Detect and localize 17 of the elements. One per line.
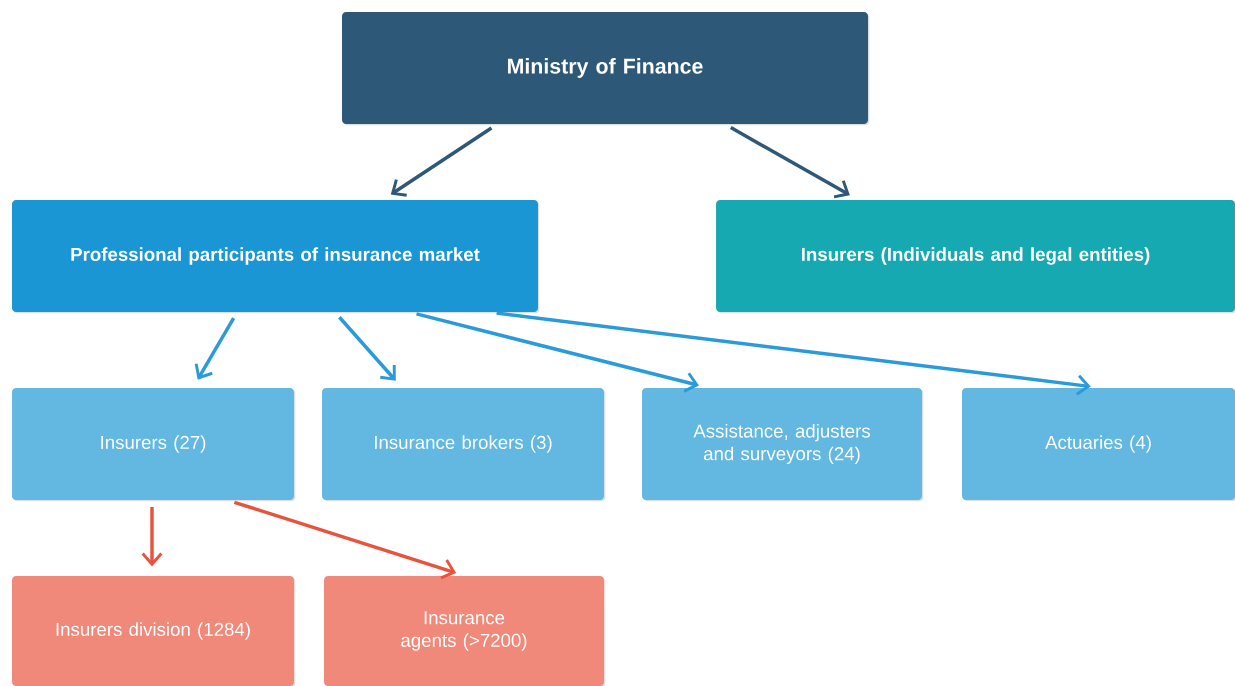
arrow bbox=[194, 317, 236, 380]
arrow bbox=[233, 500, 457, 580]
box: Insurance agents (>7200) bbox=[324, 576, 606, 686]
box: Professional participants of insurance market bbox=[12, 200, 540, 314]
arrow bbox=[141, 506, 163, 567]
arrow bbox=[416, 312, 699, 393]
box: Insurers (Individuals and legal entities) bbox=[716, 200, 1235, 314]
box: Insurance brokers (3) bbox=[322, 388, 606, 502]
arrow bbox=[496, 311, 1091, 396]
box: Insurers (27) bbox=[12, 388, 296, 502]
box: Assistance, adjusters and surveyors (24) bbox=[642, 388, 924, 502]
arrow bbox=[390, 126, 493, 197]
arrow bbox=[729, 126, 850, 199]
arrow bbox=[338, 316, 396, 381]
box: Insurers division (1284) bbox=[12, 576, 296, 686]
box: Ministry of Finance bbox=[342, 12, 870, 126]
box: Actuaries (4) bbox=[962, 388, 1235, 502]
